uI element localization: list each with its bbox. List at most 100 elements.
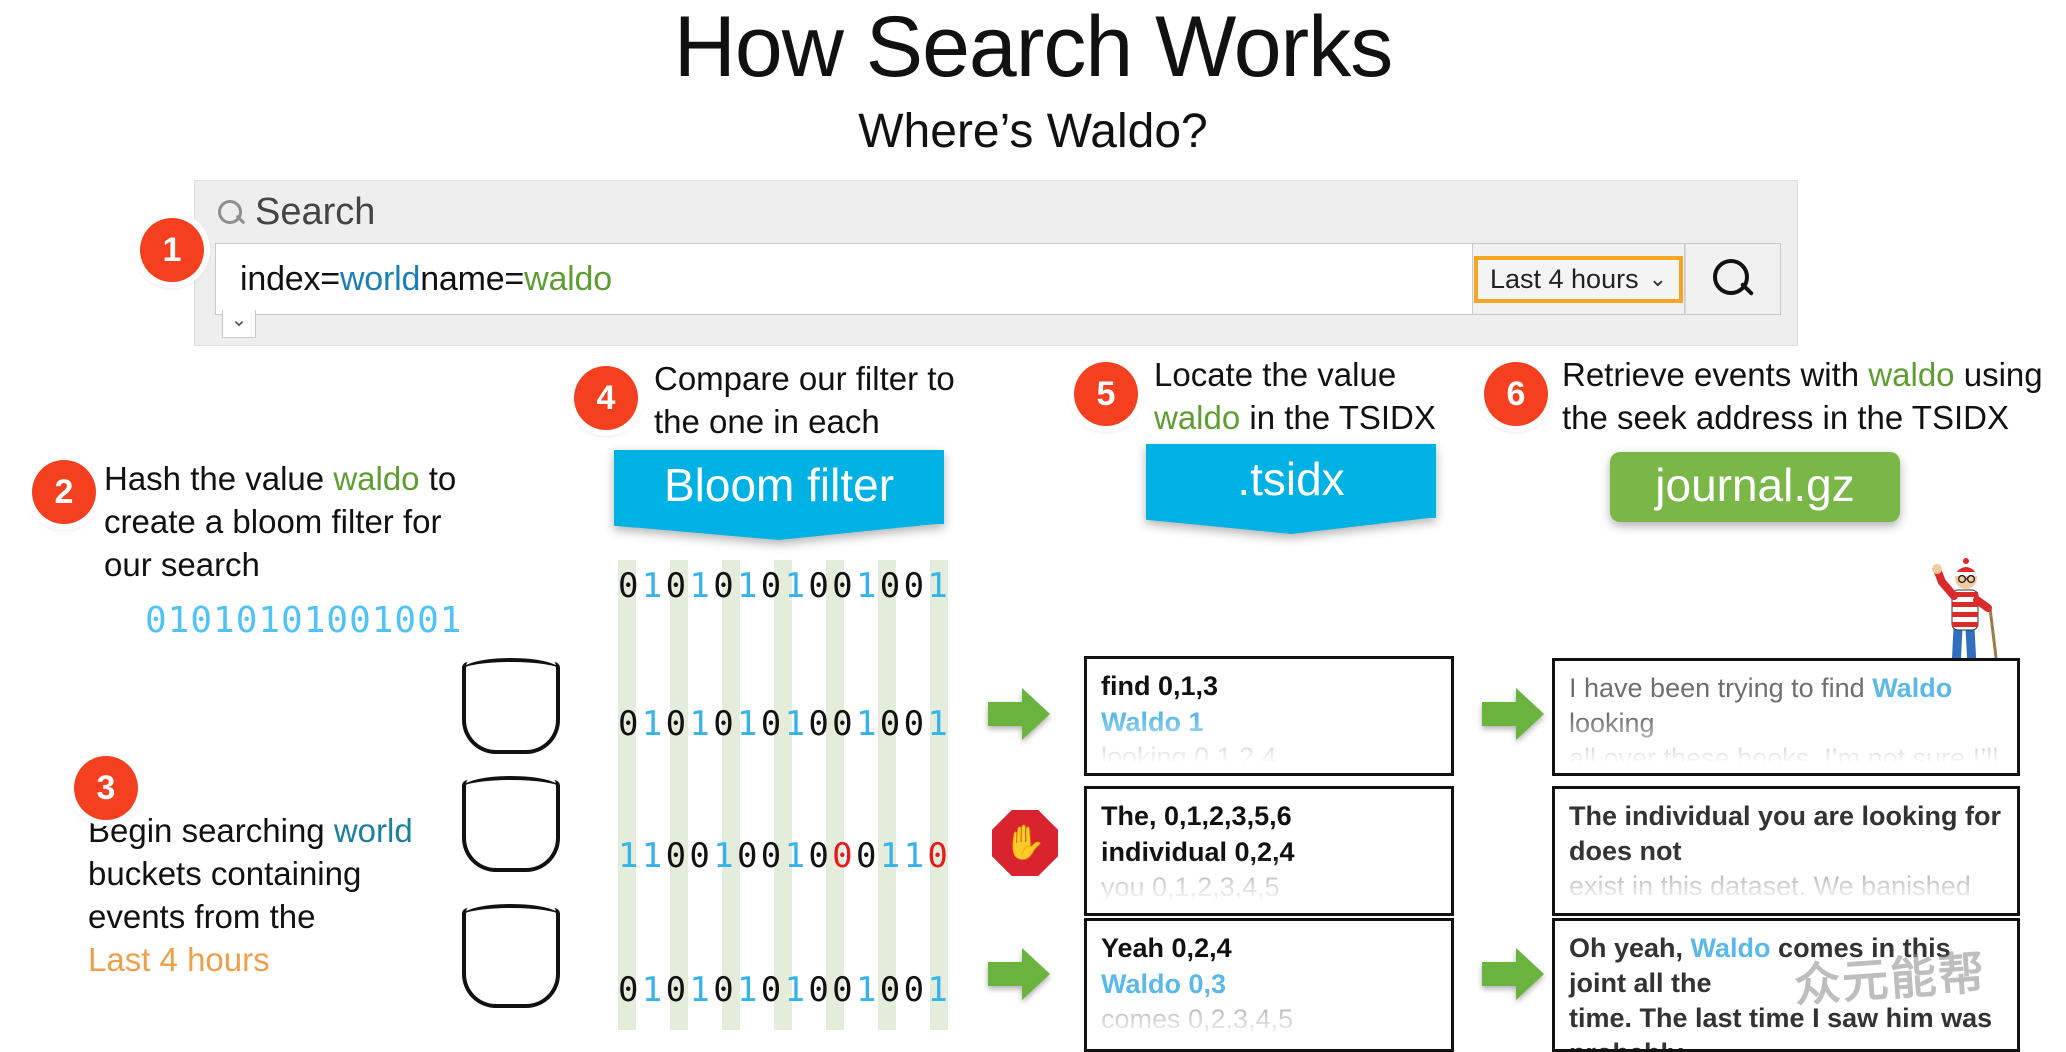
time-range-picker[interactable]: Last 4 hours ⌄ [1473,255,1684,303]
bloom-bit: 0 [808,836,829,876]
green-arrow-icon [988,946,1050,1002]
step-3-world-highlight: world [333,812,413,849]
search-query-input[interactable]: index=world name=waldo [215,243,1473,315]
step-4-text: Compare our filter to the one in each bu… [654,358,984,487]
bloom-bit: 0 [903,704,925,744]
bloom-bit: 0 [903,566,925,606]
bit-stripe [618,560,636,1030]
green-arrow-icon [1482,946,1544,1002]
bloom-bit: 0 [832,566,853,606]
bloom-bit: 1 [641,566,663,606]
bloom-bit: 1 [927,704,948,744]
green-arrow-icon [988,686,1050,742]
bit-stripe [826,560,844,1030]
journal-banner: journal.gz [1610,452,1900,522]
query-index-value: world [339,259,421,298]
tsidx-box-2: The, 0,1,2,3,5,6 individual 0,2,4 you 0,… [1084,786,1454,916]
bloom-bit: 0 [808,566,829,606]
bloom-bit: 1 [618,836,639,876]
bloom-bit: 0 [760,970,782,1010]
bloom-bit: 0 [832,836,853,876]
query-row: index=world name=waldo Last 4 hours ⌄ [215,243,1781,315]
step-6-waldo-highlight: waldo [1868,356,1955,393]
journal-line: all over these books. I’m not sure I’ll [1569,743,1999,774]
step-2-line-2: create a bloom filter for [104,502,442,540]
step-3-line-2: buckets containing [88,854,362,892]
bloom-bit: 1 [879,836,901,876]
bloom-bit: 1 [689,566,710,606]
step-6-line1-a: Retrieve events with [1562,356,1869,393]
bit-stripe [878,560,896,1030]
bloom-bit: 0 [903,970,925,1010]
time-range-value: Last 4 hours [1489,263,1639,294]
hand-glyph: ✋ [1003,824,1047,862]
step-6-text: Retrieve events with waldo using the see… [1562,354,2062,440]
query-middle: name= [420,259,525,298]
bucket-3 [462,904,560,1008]
journal-line: I have been trying to find Waldo looking [1569,671,2003,741]
page-title: How Search Works [673,0,1393,95]
journal-line: Oh yeah, Waldo comes in this joint all t… [1569,931,2003,1001]
step-5-line2-b: in the TSIDX [1240,398,1436,436]
tsidx-term-line: find 0,1,3 [1101,671,1219,701]
bloom-bit: 1 [927,566,948,606]
journal-line: exist in this dataset. We banished him. … [1569,871,1971,913]
bloom-bit: 0 [879,566,901,606]
journal-line1-a: Oh yeah, [1569,933,1691,963]
step-3-line-3: events from the [88,897,316,935]
journal-line1-a: I have been trying to find [1569,673,1873,703]
bloom-bit: 0 [665,970,687,1010]
bloom-bit: 1 [855,970,877,1010]
bloom-bit: 1 [927,970,948,1010]
bloom-bit: 0 [832,970,853,1010]
step-3-line1-a: Begin searching [88,812,334,849]
bloom-bit: 0 [927,836,948,876]
journal-event-box-2: The individual you are looking for does … [1552,786,2020,916]
journal-event-box-3: Oh yeah, Waldo comes in this joint all t… [1552,918,2020,1052]
step-2-waldo-highlight: waldo [333,460,420,497]
bloom-bit: 0 [713,704,734,744]
bloom-filter-banner-label: Bloom filter [663,459,895,511]
bloom-bit: 0 [618,970,639,1010]
bloom-bit: 0 [618,566,639,606]
query-expand-toggle[interactable]: ⌄ [222,310,256,338]
bloom-bit: 0 [879,704,901,744]
chevron-down-icon: ⌄ [1648,266,1668,291]
bloom-bit: 0 [760,704,782,744]
tsidx-term-line: The, 0,1,2,3,5,6 [1101,801,1292,831]
bloom-bit: 0 [713,566,734,606]
bloom-bit: 0 [665,836,687,876]
tsidx-term-line: looking 0,1,2,4 [1101,742,1277,773]
bloom-bit: 0 [713,970,734,1010]
bloom-hash-value: 01010101001001 [145,600,463,641]
journal-event-box-1: I have been trying to find Waldo looking… [1552,658,2020,776]
bloom-bit: 0 [832,704,853,744]
journal-line1-b: looking [1569,708,1655,739]
bloom-bit: 0 [879,970,901,1010]
step-2-text: Hash the value waldo to create a bloom f… [104,458,514,587]
search-submit-button[interactable] [1685,243,1781,315]
step-badge-2: 2 [32,460,96,524]
bloom-bit: 0 [855,836,877,876]
step-2-line-3: our search [104,545,260,583]
page-subtitle: Where’s Waldo? [858,105,1208,158]
green-arrow-icon [1482,686,1544,742]
step-3-time-highlight: Last 4 hours [88,940,270,978]
bloom-bit: 1 [784,704,806,744]
bloom-bit: 1 [855,566,877,606]
step-6-line1-b: using [1954,356,2043,393]
bloom-bit: 0 [808,970,829,1010]
tsidx-term-line: individual 0,2,4 [1101,836,1295,867]
bloom-bit: 1 [855,704,877,744]
search-icon [217,199,245,227]
step-2-line1-b: to [419,460,457,497]
step-3-line-1: Begin searching world [88,810,448,853]
bloom-bit: 1 [641,704,663,744]
tsidx-term-line: Yeah 0,2,4 [1101,933,1232,963]
bloom-bit: 0 [760,836,782,876]
bit-stripe [774,560,792,1030]
